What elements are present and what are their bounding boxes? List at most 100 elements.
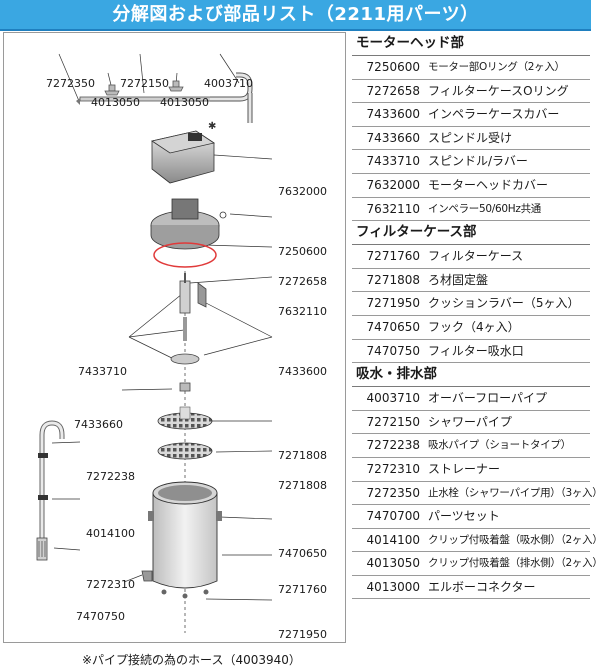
callout-4013050-b: 4013050: [160, 96, 209, 109]
callout-7272350: 7272350: [46, 77, 95, 90]
part-code: 7632110: [366, 201, 420, 216]
filter-plate-upper: [157, 406, 213, 430]
part-code: 7271950: [366, 296, 420, 311]
part-name: スピンドル受け: [428, 130, 513, 145]
filter-case: [141, 481, 222, 599]
part-name: クッションラバー（5ヶ入）: [428, 296, 580, 311]
part-code: 7433660: [366, 130, 420, 145]
callout-4013050-a: 4013050: [91, 96, 140, 109]
part-code: 7272658: [366, 83, 420, 98]
part-name: インペラー50/60Hz共通: [428, 202, 541, 215]
part-row: 7433660 スピンドル受け: [352, 127, 590, 151]
part-row: 7470700 パーツセット: [352, 505, 590, 529]
page-title: 分解図および部品リスト（2211用パーツ）: [0, 0, 591, 31]
part-code: 7272150: [366, 414, 420, 429]
part-row: 7433710 スピンドル/ラバー: [352, 150, 590, 174]
part-code: 7272350: [366, 485, 420, 500]
callout-7271808-b: 7271808: [278, 479, 327, 492]
part-code: 7433600: [366, 107, 420, 122]
intake-pipe: [36, 420, 65, 561]
part-code: 7632000: [366, 177, 420, 192]
callout-7272310: 7272310: [86, 578, 135, 591]
part-code: 7272310: [366, 461, 420, 476]
part-code: 4013000: [366, 579, 420, 594]
part-code: 7271760: [366, 249, 420, 264]
part-row: 7632110 インペラー50/60Hz共通: [352, 198, 590, 222]
section-heading: 吸水・排水部: [352, 363, 590, 388]
impeller: [170, 273, 207, 392]
callout-7433660: 7433660: [74, 418, 123, 431]
part-row: 7470750 フィルター吸水口: [352, 340, 590, 364]
callout-4014100: 4014100: [86, 527, 135, 540]
part-code: 7470700: [366, 509, 420, 524]
part-name: オーバーフローパイプ: [428, 391, 548, 406]
shower-pipe: ✱: [76, 72, 253, 132]
svg-text:✱: ✱: [208, 121, 216, 132]
callout-4003710: 4003710: [204, 77, 253, 90]
head-base: [150, 198, 227, 250]
part-name: スピンドル/ラバー: [428, 154, 528, 169]
part-row: 4014100 クリップ付吸着盤（吸水側）（2ヶ入）: [352, 529, 603, 553]
callout-7470650: 7470650: [278, 547, 327, 560]
part-code: 4003710: [366, 391, 420, 406]
part-code: 4013050: [366, 556, 420, 571]
section-heading: フィルターケース部: [352, 221, 590, 246]
part-row: 7271808 ろ材固定盤: [352, 269, 590, 293]
part-name: クリップ付吸着盤（吸水側）（2ヶ入）: [428, 533, 603, 546]
part-row: 7272658 フィルターケースOリング: [352, 80, 590, 104]
part-row: 7271760 フィルターケース: [352, 245, 590, 269]
callout-7470750: 7470750: [76, 610, 125, 623]
part-name: モーターヘッドカバー: [428, 177, 549, 192]
callout-7271760: 7271760: [278, 583, 327, 596]
part-row: 7272310 ストレーナー: [352, 458, 590, 482]
part-name: ストレーナー: [428, 461, 501, 476]
part-name: ろ材固定盤: [428, 272, 489, 287]
callout-7250600: 7250600: [278, 245, 327, 258]
part-row: 7272350 止水栓（シャワーパイプ用）（3ヶ入）: [352, 482, 603, 506]
callout-7632000: 7632000: [278, 185, 327, 198]
hose-footnote: ※パイプ接続の為のホース（4003940）: [82, 653, 301, 667]
part-code: 7271808: [366, 272, 420, 287]
part-row: 7271950 クッションラバー（5ヶ入）: [352, 292, 590, 316]
callout-7632110: 7632110: [278, 305, 327, 318]
part-name: フック（4ヶ入）: [428, 319, 520, 334]
part-name: フィルター吸水口: [428, 343, 524, 358]
part-row: 7632000 モーターヘッドカバー: [352, 174, 590, 198]
filter-plate-lower: [157, 442, 213, 460]
callout-7271950: 7271950: [278, 628, 327, 641]
exploded-diagram-drawing: ✱: [36, 53, 273, 633]
part-name: クリップ付吸着盤（排水側）（2ヶ入）: [428, 557, 603, 570]
callout-7271808-a: 7271808: [278, 449, 327, 462]
motor-head: [151, 130, 215, 184]
part-code: 7470750: [366, 343, 420, 358]
suction-cup-b: [168, 80, 184, 92]
callout-7433710: 7433710: [78, 365, 127, 378]
part-code: 4014100: [366, 532, 420, 547]
part-row: 4013050 クリップ付吸着盤（排水側）（2ヶ入）: [352, 552, 603, 576]
part-name: 吸水パイプ（ショートタイプ）: [428, 439, 571, 452]
callout-7272658: 7272658: [278, 275, 327, 288]
part-row: 7272150 シャワーパイプ: [352, 411, 590, 435]
callout-7433600: 7433600: [278, 365, 327, 378]
callout-7272238: 7272238: [86, 470, 135, 483]
part-row: 4013000 エルボーコネクター: [352, 576, 590, 600]
part-name: モーター部Oリング（2ヶ入）: [428, 61, 565, 73]
part-row: 7470650 フック（4ヶ入）: [352, 316, 590, 340]
part-name: フィルターケース: [428, 249, 524, 264]
part-row: 7433600 インペラーケースカバー: [352, 103, 590, 127]
part-row: 4003710 オーバーフローパイプ: [352, 387, 590, 411]
part-name: 止水栓（シャワーパイプ用）（3ヶ入）: [428, 486, 603, 499]
part-name: フィルターケースOリング: [428, 83, 569, 98]
filter-case-o-ring: [153, 242, 217, 268]
part-name: パーツセット: [428, 509, 500, 524]
part-code: 7470650: [366, 319, 420, 334]
callout-7272150: 7272150: [120, 77, 169, 90]
part-name: シャワーパイプ: [428, 414, 512, 429]
part-name: インペラーケースカバー: [428, 107, 560, 122]
part-code: 7433710: [366, 154, 420, 169]
part-name: エルボーコネクター: [428, 579, 536, 594]
